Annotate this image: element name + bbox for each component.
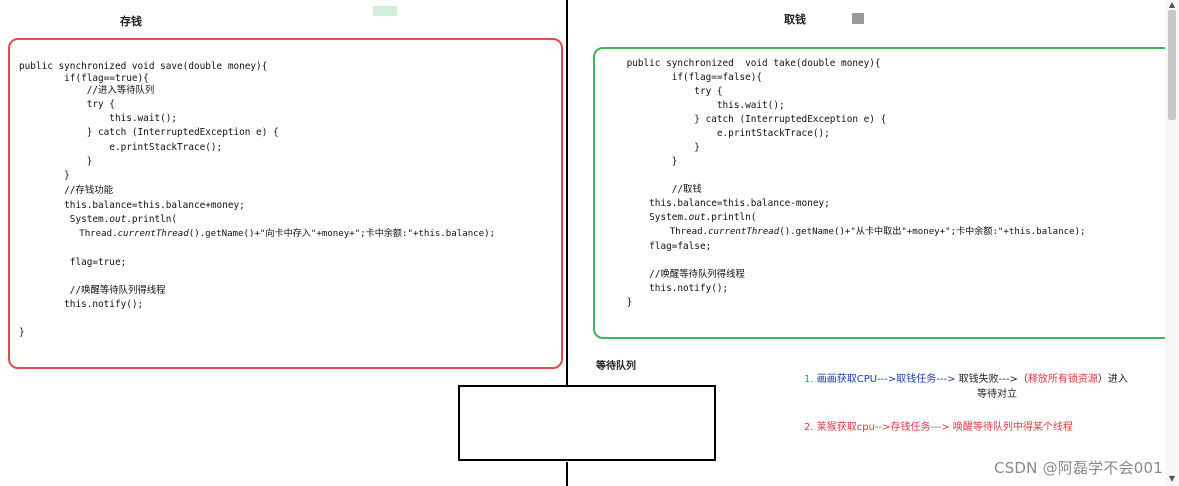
center-divider-top [566, 0, 568, 386]
note-2-step: 莱猴获取cpu-->存钱任务---> [816, 422, 950, 433]
note-line-1: 1. 画画获取CPU--->取钱任务---> 取钱失败--->（释放所有锁资源）… [804, 370, 1128, 385]
blurred-mark [373, 6, 397, 16]
code-line: try { [604, 86, 723, 97]
code-line: } [19, 327, 25, 338]
vertical-scrollbar[interactable]: ▲ ▼ [1165, 0, 1179, 486]
code-line: flag=true; [19, 257, 127, 268]
code-line: this.balance=this.balance-money; [604, 198, 830, 209]
note-line-2: 2. 莱猴获取cpu-->存钱任务---> 唤醒等待队列中得某个线程 [804, 418, 1073, 433]
note-1-number: 1. [804, 374, 814, 385]
waiting-queue-label: 等待队列 [596, 361, 636, 372]
note-1-enter: ）进入 [1097, 374, 1128, 385]
take-code-panel: public synchronized void take(double mon… [593, 47, 1173, 339]
note-1-release: 释放所有锁资源 [1027, 374, 1098, 385]
code-line: } catch (InterruptedException e) { [19, 127, 279, 138]
code-line: //唤醒等待队列得线程 [19, 285, 166, 296]
center-divider-bottom [566, 462, 568, 486]
scroll-down-icon[interactable]: ▼ [1168, 474, 1176, 483]
waiting-queue-box [458, 385, 716, 461]
take-money-title: 取钱 [784, 13, 806, 26]
code-line: //存钱功能 [19, 185, 113, 196]
code-line: } [19, 156, 93, 167]
note-line-1b: 等待对立 [977, 389, 1017, 400]
code-line: if(flag==false){ [604, 72, 763, 83]
code-line: this.wait(); [19, 113, 178, 124]
code-line: e.printStackTrace(); [604, 128, 830, 139]
code-line: public synchronized void take(double mon… [604, 58, 881, 69]
code-line: public synchronized void save(double mon… [19, 61, 268, 72]
code-line: this.notify(); [19, 299, 144, 310]
save-money-title: 存钱 [120, 15, 142, 28]
scroll-up-icon[interactable]: ▲ [1168, 0, 1176, 9]
code-line: if(flag==true){ [19, 73, 149, 84]
save-code-panel: public synchronized void save(double mon… [8, 38, 563, 369]
code-line: e.printStackTrace(); [19, 142, 223, 153]
note-1-step: 画画获取CPU--->取钱任务---> [816, 374, 956, 385]
code-line: } [604, 142, 700, 153]
scroll-thumb[interactable] [1168, 10, 1176, 120]
note-2-number: 2. [804, 422, 814, 433]
code-line: this.wait(); [604, 100, 785, 111]
csdn-watermark: CSDN @阿磊学不会001 [994, 459, 1163, 477]
code-line: //唤醒等待队列得线程 [604, 269, 745, 280]
code-line: } catch (InterruptedException e) { [604, 114, 887, 125]
code-line: Thread.currentThread().getName()+"向卡中存入"… [19, 229, 496, 239]
note-2-result: 唤醒等待队列中得某个线程 [952, 422, 1073, 433]
code-line: flag=false; [604, 241, 712, 252]
blurred-mark [852, 13, 864, 24]
code-line: } [604, 297, 633, 308]
note-1-result: 取钱失败--->（ [958, 374, 1028, 385]
code-line: //进入等待队列 [19, 85, 155, 96]
code-line: System.out.println( [604, 212, 757, 223]
code-line: this.balance=this.balance+money; [19, 200, 245, 211]
code-line: Thread.currentThread().getName()+"从卡中取出"… [604, 227, 1086, 237]
code-line: System.out.println( [19, 214, 178, 225]
code-line: this.notify(); [604, 283, 729, 294]
code-line: } [604, 156, 678, 167]
code-line: try { [19, 99, 115, 110]
code-line: } [19, 170, 70, 181]
code-line: //取钱 [604, 184, 702, 195]
